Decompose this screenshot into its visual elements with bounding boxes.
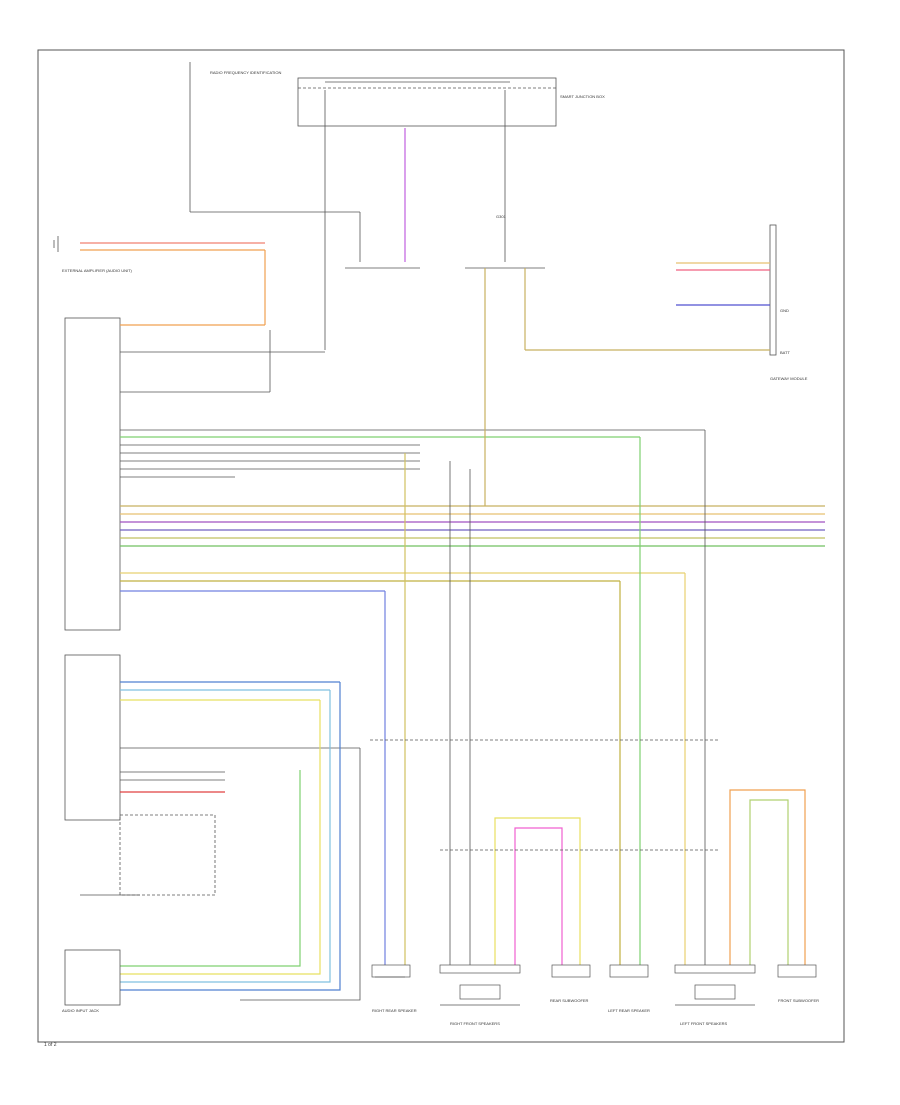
label-right-front-speakers: RIGHT FRONT SPEAKERS [450,1021,500,1026]
label-left-front-speakers: LEFT FRONT SPEAKERS [680,1021,728,1026]
right-rear-speaker-icon [371,964,411,978]
top-fuse-box [297,77,557,127]
label-right-rear-speaker: RIGHT REAR SPEAKER [372,1008,417,1013]
ground-icon [53,236,59,252]
label-ground: G301 [496,214,507,219]
label-battery: BATT [780,350,790,355]
rear-subwoofer-icon [551,964,591,978]
audio-input-jack-box [64,949,121,1006]
diagram-frame [37,49,845,1043]
label-rear-subwoofer: REAR SUBWOOFER [550,998,589,1003]
label-ground2: GND [780,308,789,313]
external-amplifier-box [64,317,121,631]
label-left-rear-speaker: LEFT REAR SPEAKER [608,1008,650,1013]
gateway-module-box [769,224,777,356]
label-smart-junction-box: SMART JUNCTION BOX [560,94,605,99]
diagram-code: 1 of 2 [44,1042,57,1048]
left-rear-speaker-icon [609,964,649,978]
label-external-amp: EXTERNAL AMPLIFIER (AUDIO UNIT) [62,268,133,273]
label-audio-input-jack: AUDIO INPUT JACK [62,1008,99,1013]
left-front-speakers-icon [674,964,756,1006]
label-rfid: RADIO FREQUENCY IDENTIFICATION [210,70,282,75]
label-gateway: GATEWAY MODULE [770,376,808,381]
front-subwoofer-icon [777,964,817,978]
right-front-speakers-icon [439,964,521,1006]
label-front-subwoofer: FRONT SUBWOOFER [778,998,819,1003]
